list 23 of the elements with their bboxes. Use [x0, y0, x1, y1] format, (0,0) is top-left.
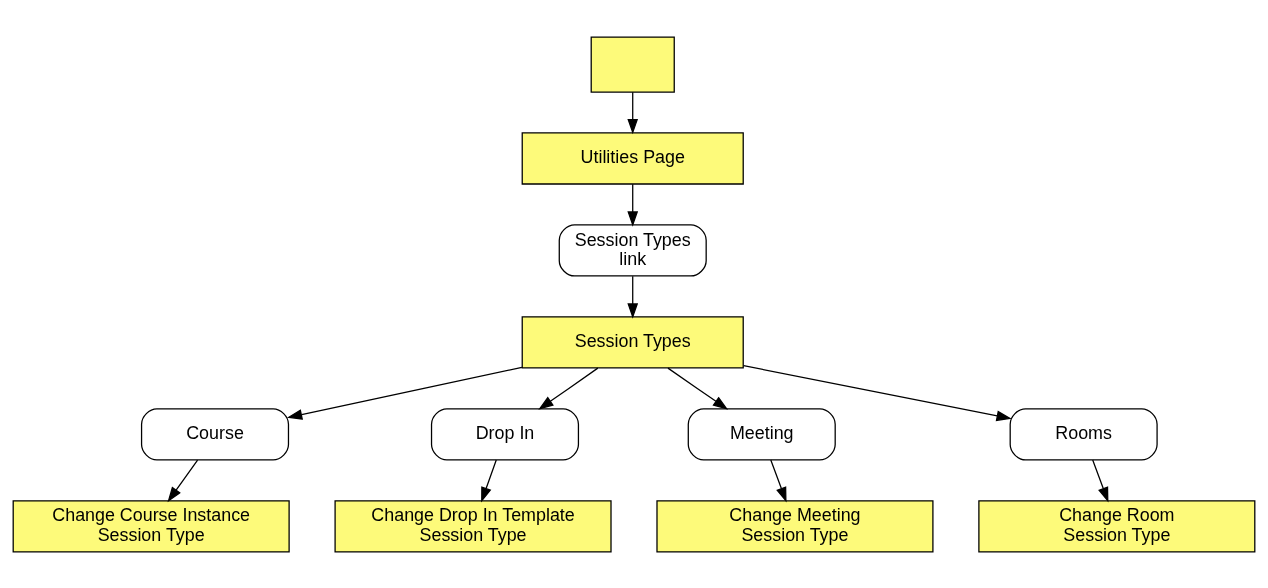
node-box: Meeting [687, 407, 836, 461]
node-box: Session Types [521, 315, 744, 369]
node-box [590, 35, 675, 93]
arrow [627, 91, 639, 134]
arrow [481, 458, 497, 502]
node-box: Utilities Page [521, 131, 744, 185]
arrow [627, 183, 639, 227]
arrow [770, 458, 787, 502]
arrow [167, 458, 199, 502]
arrow [742, 364, 1012, 421]
node-box: Course [140, 407, 290, 461]
node-box: Session Types link [558, 223, 707, 277]
arrow [667, 366, 729, 410]
arrow [1092, 458, 1109, 502]
node-box: Change Course Instance Session Type [12, 499, 290, 553]
node-box: Change Meeting Session Type [656, 499, 934, 553]
node-box: Rooms [1009, 407, 1158, 461]
arrow [538, 366, 599, 410]
arrow [286, 366, 523, 420]
arrow [627, 275, 639, 319]
node-box: Change Room Session Type [978, 499, 1256, 553]
node-box: Drop In [430, 407, 580, 461]
node-box: Change Drop In Template Session Type [334, 499, 612, 553]
